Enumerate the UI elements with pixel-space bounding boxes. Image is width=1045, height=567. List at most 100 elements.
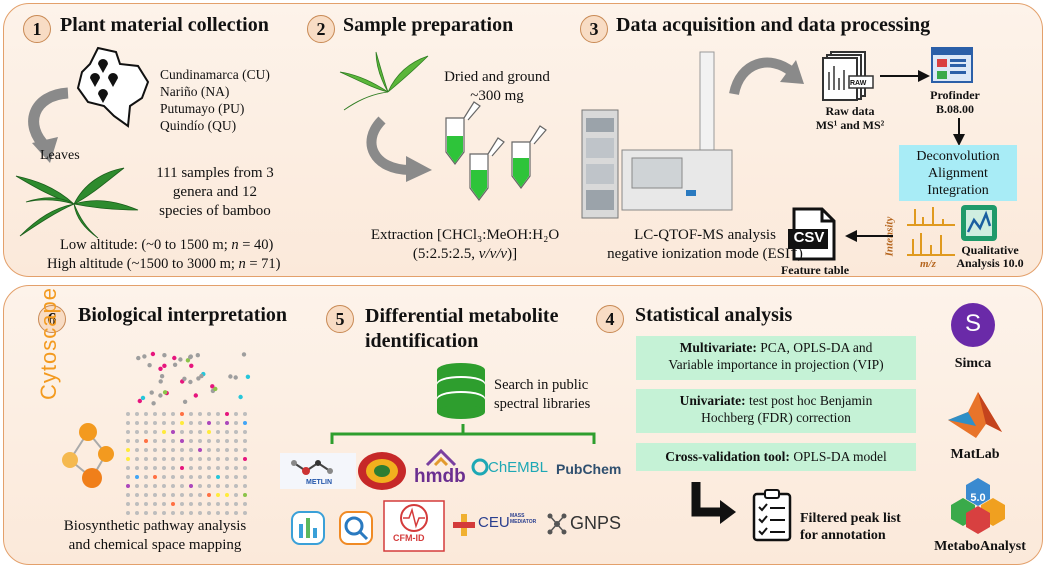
network-node [234,466,238,470]
network-node [171,412,175,416]
network-node [243,439,247,443]
network-node [198,484,202,488]
network-node [153,466,157,470]
gnps-label: GNPS [570,513,622,533]
cytoscape-logo: Cytoscape [36,287,61,400]
network-node [142,354,147,359]
step-2-title: Sample preparation [343,14,514,36]
step-4-badge: 4 [596,305,624,333]
network-node [216,493,220,497]
network-node [185,358,191,363]
network-node [126,484,130,488]
network-node [189,475,193,479]
network-node [147,363,152,368]
network-node [162,502,166,506]
samples-text: 111 samples from 3 genera and 12 species… [156,165,274,219]
network-node [153,484,157,488]
network-node [171,448,175,452]
profinder-label: Profinder B.08.00 [930,88,980,116]
network-node [180,484,184,488]
network-node [207,430,211,434]
colombia-map-icon [76,46,150,128]
network-node [243,466,247,470]
network-node [225,439,229,443]
network-node [144,412,148,416]
bamboo-leaves-icon [15,167,139,239]
network-node [162,448,166,452]
network-node [180,430,184,434]
network-node [162,511,166,515]
network-node [136,355,141,361]
simca-letter: S [964,310,981,337]
network-node [234,412,238,416]
matlab-label: MatLab [950,447,1000,462]
deconvolution-box: Deconvolution Alignment Integration [899,145,1017,201]
network-node [180,457,184,461]
network-node [171,475,175,479]
network-node [153,412,157,416]
network-node [153,421,157,425]
network-node [162,421,166,425]
region-na: Nariño (NA) [160,84,230,99]
network-node [189,493,193,497]
network-node [188,355,193,360]
cross-validation-box: Cross-validation tool: OPLS-DA model [636,443,916,471]
network-node [171,502,175,506]
network-node [162,439,166,443]
step-6-badge: 6 [38,305,66,333]
network-node [162,430,166,434]
network-node [153,502,157,506]
network-node [241,352,247,357]
network-node [144,448,148,452]
leaves-label: Leaves [40,148,80,163]
network-node [153,448,157,452]
network-node [180,493,184,497]
network-node [207,511,211,515]
ceu-logo-icon [453,514,475,536]
network-node [225,448,229,452]
network-node [144,430,148,434]
network-node [207,439,211,443]
network-node [198,430,202,434]
network-node [243,511,247,515]
network-node [171,457,175,461]
lcms-text: LC-QTOF-MS analysis negative ionization … [607,227,803,262]
profinder-icon [931,47,973,83]
metaboanalyst-label: MetaboAnalyst [934,539,1026,554]
network-node [189,502,193,506]
network-node [135,484,139,488]
arrow-down-icon [953,118,965,146]
network-node [189,430,193,434]
mass-mediator-label: MASS MEDIATOR [510,513,537,525]
arrow-to-csv-icon [845,230,893,242]
network-node [198,475,202,479]
network-node [213,386,218,392]
library-logo-bars-icon [291,511,325,545]
mz-axis-label: m/z [920,258,936,270]
raw-data-icon [822,51,874,101]
network-node [172,355,177,361]
network-node [195,353,200,358]
network-node [207,448,211,452]
network-node [234,439,238,443]
raw-data-label: Raw data MS¹ and MS² [815,104,885,132]
network-node [225,430,229,434]
network-node [216,466,220,470]
network-node [180,421,184,425]
network-node [245,374,251,379]
network-node [207,493,211,497]
network-node [144,493,148,497]
network-node [198,439,202,443]
network-node [216,502,220,506]
network-node [162,475,166,479]
network-node [189,457,193,461]
network-node [234,448,238,452]
network-node [144,484,148,488]
network-node [234,430,238,434]
network-node [153,493,157,497]
cfm-id-label: CFM-ID [393,533,425,543]
step-3-title: Data acquisition and data processing [616,14,931,36]
high-altitude-text: High altitude (~1500 to 3000 m; n = 71) [47,256,281,272]
network-node [135,457,139,461]
network-node [216,421,220,425]
